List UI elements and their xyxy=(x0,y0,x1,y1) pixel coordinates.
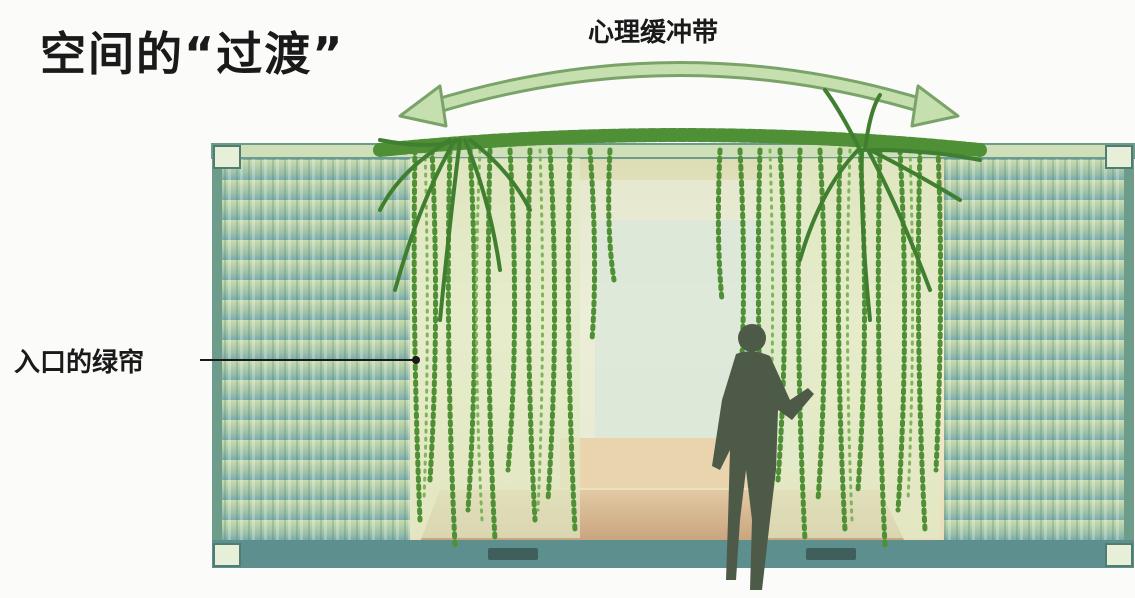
green-curtain xyxy=(373,128,987,548)
left-wall xyxy=(222,156,410,542)
right-fern xyxy=(798,88,982,322)
left-fern xyxy=(378,138,532,322)
shipping-container xyxy=(211,143,1135,568)
right-wall xyxy=(944,156,1124,542)
person-silhouette xyxy=(712,324,814,590)
double-arrow-icon xyxy=(398,61,960,128)
buffer-zone-label: 心理缓冲带 xyxy=(588,18,719,48)
entrance-leader-dot xyxy=(412,356,420,364)
page-title: 空间的“过渡” xyxy=(40,27,345,81)
entrance-curtain-label: 入口的绿帘 xyxy=(14,348,145,378)
interior-bench xyxy=(560,438,760,488)
